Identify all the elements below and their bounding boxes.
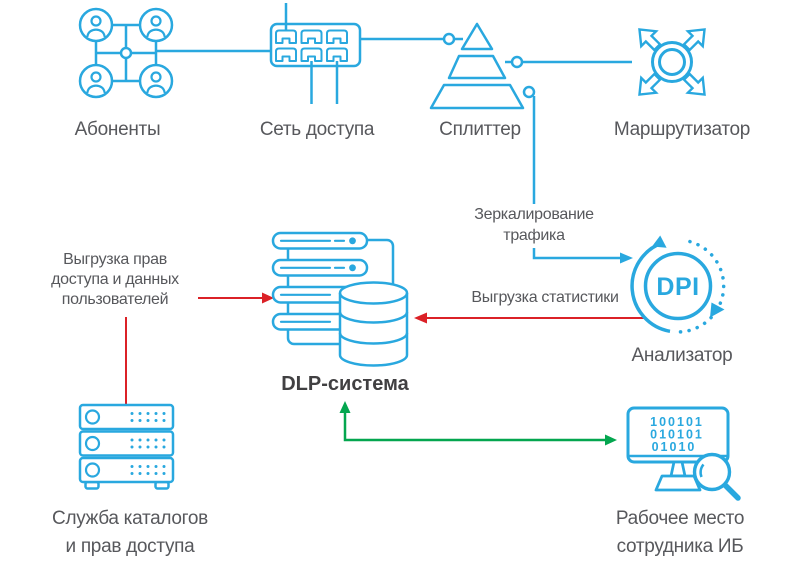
- label-directory-service: Служба каталогов и прав доступа: [52, 508, 208, 557]
- monitor-magnifier-icon: 100101 010101 01010: [626, 406, 741, 501]
- mirroring-line-lower: [532, 248, 620, 260]
- label-router: Маршрутизатор: [613, 119, 751, 140]
- splitter-pyramid-icon: [429, 22, 525, 110]
- label-statistics-upload: Выгрузка статистики: [471, 289, 619, 306]
- label-analyzer: Анализатор: [631, 345, 733, 366]
- label-access-network: Сеть доступа: [259, 119, 375, 140]
- statistics-arrowhead: [414, 312, 427, 324]
- user-rights-arrowhead: [262, 292, 274, 304]
- label-workstation: Рабочее место сотрудника ИБ: [615, 508, 745, 557]
- magnifier-icon: [692, 452, 741, 501]
- dlp-workstation-arrowhead-up: [339, 401, 351, 413]
- svg-text:100101: 100101: [650, 415, 704, 429]
- rack-server-icon: [78, 403, 175, 490]
- label-dlp-system: DLP-система: [281, 373, 409, 395]
- label-splitter: Сплиттер: [439, 119, 521, 140]
- dpi-label: DPI: [656, 273, 699, 301]
- database-cylinder: [338, 281, 409, 367]
- dlp-workstation-arrowhead-right: [605, 434, 617, 446]
- label-user-rights-upload: Выгрузка прав доступа и данных пользоват…: [51, 251, 179, 308]
- tap-point-access: [442, 32, 456, 46]
- tap-point-router: [510, 55, 524, 69]
- mirroring-arrowhead: [620, 252, 633, 264]
- binary-screen-text: 100101 010101 01010: [650, 415, 704, 454]
- users-network-icon: [78, 7, 174, 99]
- label-subscribers: Абоненты: [74, 119, 161, 140]
- svg-text:010101: 010101: [650, 428, 704, 442]
- router-arrows-icon: [638, 28, 706, 96]
- dlp-workstation-line: [343, 412, 605, 442]
- server-database-icon: [271, 231, 409, 367]
- vent-dots: [130, 412, 166, 475]
- tap-point-mirror: [522, 85, 536, 99]
- label-traffic-mirroring: Зеркалирование трафика: [474, 206, 594, 244]
- network-switch-icon: [269, 22, 362, 70]
- dpi-loop-icon: DPI: [630, 235, 726, 334]
- svg-text:01010: 01010: [652, 440, 697, 454]
